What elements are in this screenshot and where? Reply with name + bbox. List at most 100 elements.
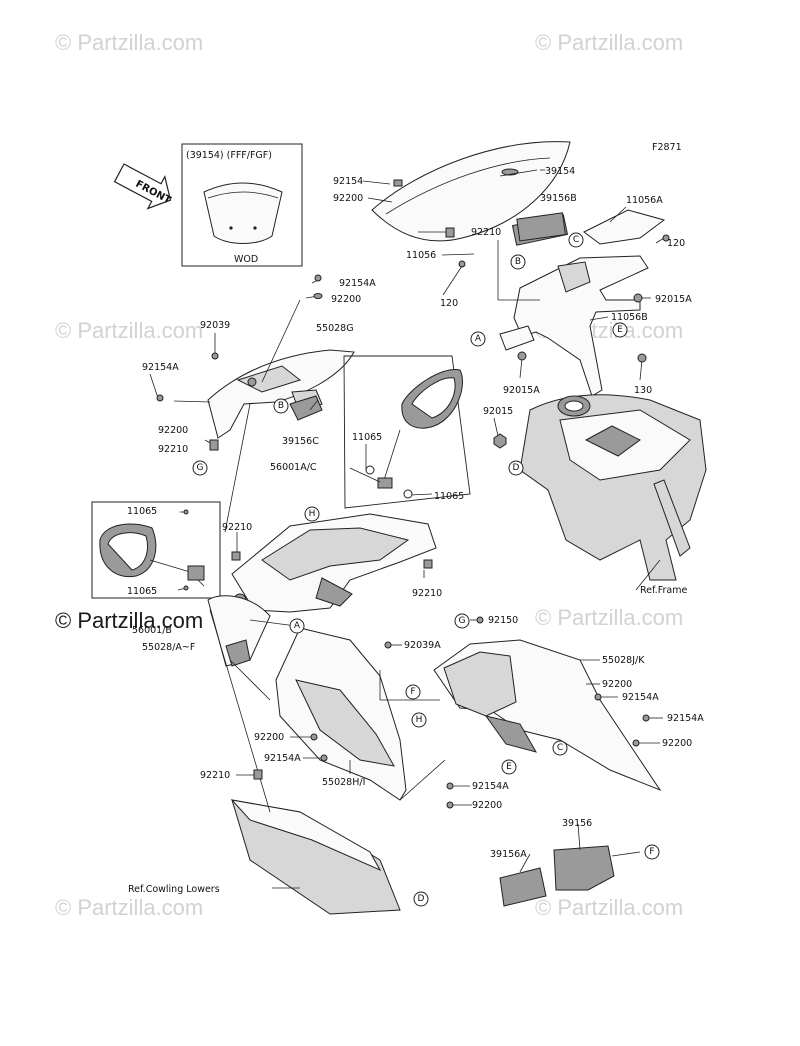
ref-cowling-lowers-label: Ref.Cowling Lowers (128, 884, 220, 895)
svg-text:B: B (278, 401, 284, 411)
svg-text:G: G (459, 616, 466, 626)
front-arrow-icon: FRONT (113, 163, 173, 210)
watermark: © Partzilla.com (535, 895, 684, 920)
callout-b: B (273, 398, 289, 414)
watermark: © Partzilla.com (55, 30, 204, 55)
callout-c: C (552, 740, 568, 756)
part-label: 120 (667, 238, 685, 249)
svg-text:H: H (416, 715, 423, 725)
mirror-right (343, 355, 471, 509)
windshield-inset: (39154) (FFF/FGF) WOD (181, 143, 303, 267)
part-label: 92154A (472, 781, 509, 792)
part-label: 11056B (611, 312, 648, 323)
part-label: 11065 (127, 586, 157, 597)
callouts: A A B B C C D D E E F F G G H H (192, 232, 660, 907)
callout-g: G (192, 460, 208, 476)
watermark-main: © Partzilla.com (55, 608, 204, 633)
part-label: 92210 (200, 770, 230, 781)
svg-text:E: E (506, 762, 512, 772)
callout-e: E (612, 322, 628, 338)
part-label: 11056A (626, 195, 663, 206)
watermark: © Partzilla.com (55, 318, 204, 343)
part-labels: 39154 92154 92200 92210 39156B 11056A 11… (127, 166, 704, 860)
part-label: 92154A (667, 713, 704, 724)
fasteners (156, 179, 670, 809)
svg-text:A: A (475, 334, 482, 344)
ref-frame-label: Ref.Frame (640, 585, 687, 596)
part-label: 92015A (655, 294, 692, 305)
watermark: © Partzilla.com (535, 30, 684, 55)
part-label: 92039 (200, 320, 230, 331)
inset-title: (39154) (FFF/FGF) (186, 150, 272, 161)
leader-lines (149, 169, 665, 889)
diagram-code: F2871 (652, 142, 682, 153)
part-label: 92015A (503, 385, 540, 396)
part-label: 92200 (331, 294, 361, 305)
svg-text:D: D (513, 463, 520, 473)
part-label: 56001A/C (270, 462, 317, 473)
part-label: 39156B (540, 193, 577, 204)
part-label: 92154A (622, 692, 659, 703)
frame-reference (519, 394, 707, 581)
heat-guards (289, 212, 615, 907)
svg-text:F: F (649, 847, 654, 857)
part-label: 92200 (333, 193, 363, 204)
cowling-55028HI (275, 627, 407, 801)
part-label: 39156A (490, 849, 527, 860)
part-label: 55028J/K (602, 655, 645, 666)
mirror-left-inset (91, 501, 221, 599)
part-label: 92200 (472, 800, 502, 811)
part-label: 39154 (545, 166, 575, 177)
callout-g: G (454, 613, 470, 629)
inset-caption: WOD (234, 254, 258, 265)
callout-f: F (405, 684, 421, 700)
part-label: 92210 (471, 227, 501, 238)
inner-cowling-center (231, 513, 437, 613)
part-label: 11065 (434, 491, 464, 502)
part-label: 55028/A~F (142, 642, 195, 653)
callout-h: H (304, 506, 320, 522)
part-label: 92015 (483, 406, 513, 417)
callout-h: H (411, 712, 427, 728)
part-label: 92200 (158, 425, 188, 436)
part-label: 92154 (333, 176, 363, 187)
side-cover-55028AF (207, 595, 271, 667)
part-label: 56001/B (132, 625, 172, 636)
watermark: © Partzilla.com (55, 895, 204, 920)
part-label: 11065 (352, 432, 382, 443)
part-label: 92154A (339, 278, 376, 289)
part-label: 92200 (662, 738, 692, 749)
part-label: 92154A (264, 753, 301, 764)
part-label: 92200 (602, 679, 632, 690)
part-label: 11065 (127, 506, 157, 517)
callout-d: D (413, 891, 429, 907)
svg-text:B: B (515, 257, 521, 267)
svg-text:H: H (309, 509, 316, 519)
part-label: 130 (634, 385, 652, 396)
cowling-55028JK (433, 639, 662, 792)
part-label: 39156 (562, 818, 592, 829)
part-label: 120 (440, 298, 458, 309)
part-label: 11056 (406, 250, 436, 261)
part-label: 92154A (142, 362, 179, 373)
callout-f: F (644, 844, 660, 860)
inner-cover-55028G (207, 349, 355, 439)
svg-text:F: F (410, 687, 415, 697)
callout-a: A (470, 331, 486, 347)
callout-e: E (501, 759, 517, 775)
part-label: 55028G (316, 323, 354, 334)
part-label: 92200 (254, 732, 284, 743)
svg-text:C: C (557, 743, 563, 753)
callout-b: B (510, 254, 526, 270)
svg-text:G: G (197, 463, 204, 473)
part-label: 92150 (488, 615, 518, 626)
svg-text:E: E (617, 325, 623, 335)
watermark: © Partzilla.com (535, 605, 684, 630)
part-label: 92210 (412, 588, 442, 599)
cowling-lower (230, 799, 401, 915)
svg-text:C: C (573, 235, 579, 245)
svg-text:A: A (294, 621, 301, 631)
callout-c: C (568, 232, 584, 248)
callout-d: D (508, 460, 524, 476)
